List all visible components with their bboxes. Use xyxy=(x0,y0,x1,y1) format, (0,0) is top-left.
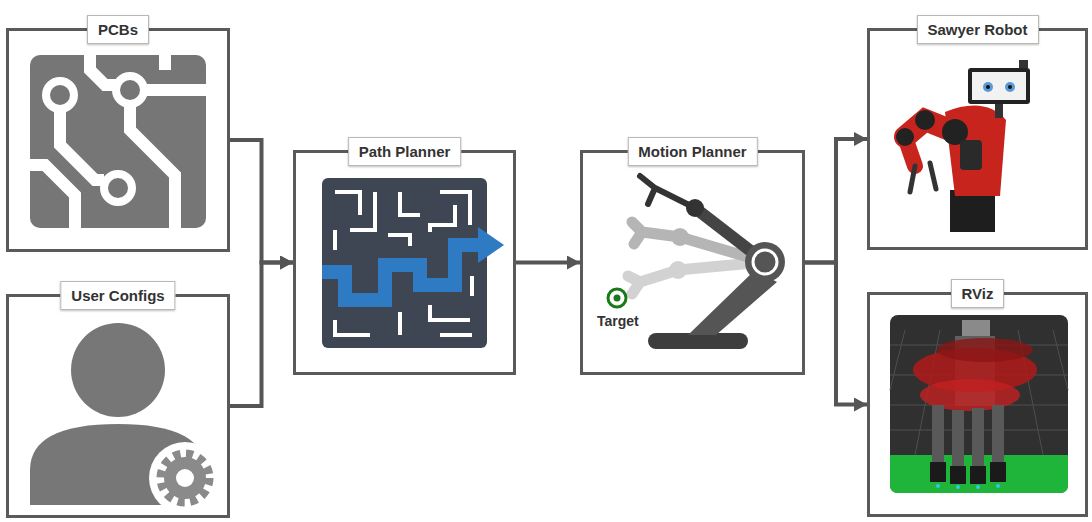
maze-icon-part xyxy=(322,245,480,300)
panel-box: Motion Planner xyxy=(580,150,805,375)
sawyer-robot-picture-part xyxy=(910,163,936,192)
rviz-picture-part xyxy=(962,320,990,336)
user-icon-part xyxy=(161,454,209,502)
sawyer-robot-picture-part xyxy=(950,190,995,232)
box-heading: Motion Planner xyxy=(627,137,757,166)
sawyer-robot-picture-part xyxy=(1019,60,1028,68)
sawyer-robot-picture xyxy=(896,60,1030,232)
rviz-picture-part xyxy=(936,484,1000,489)
panel-box: Path Planner xyxy=(293,150,516,375)
rviz-picture-part xyxy=(930,462,1006,484)
flow-arrow xyxy=(230,140,293,263)
maze-icon-part xyxy=(322,178,487,348)
panel-box: User Configs xyxy=(6,294,230,518)
maze-icon-part-part xyxy=(430,305,470,320)
user-icon-part xyxy=(71,323,165,417)
rviz-picture-part-part xyxy=(932,405,944,465)
pcb-icon-part-part xyxy=(90,55,116,85)
maze-icon-part-part xyxy=(388,235,410,246)
pcb-icon-part-part xyxy=(159,55,171,70)
maze-icon-part-part xyxy=(440,333,472,337)
rviz-picture-part-part xyxy=(990,462,1006,482)
sawyer-robot-picture-part xyxy=(896,128,914,146)
pcb-icon-part-part xyxy=(30,165,75,228)
robot-arm-icon-part xyxy=(608,289,626,307)
robot-arm-icon-part xyxy=(648,333,748,349)
robot-arm-icon-part xyxy=(753,250,777,274)
robot-arm-icon-part xyxy=(640,176,695,208)
maze-icon-part-part xyxy=(400,192,420,215)
user-icon xyxy=(30,323,221,514)
box-heading: RViz xyxy=(951,279,1005,308)
pcb-icon-part xyxy=(46,76,144,202)
rviz-picture-part-part xyxy=(970,466,986,484)
robot-arm-icon-part xyxy=(671,228,689,246)
maze-icon-part-part xyxy=(430,205,455,232)
panel-box: RViz xyxy=(867,292,1088,517)
sawyer-robot-picture-part xyxy=(960,140,982,170)
robot-arm-icon-part xyxy=(745,242,785,282)
pcb-icon-part xyxy=(30,55,206,228)
rviz-picture-part xyxy=(932,405,1004,468)
user-icon-part xyxy=(176,469,194,487)
rviz-picture-part xyxy=(937,338,1033,362)
rviz-picture-part xyxy=(890,315,1068,493)
maze-icon-part-part xyxy=(350,192,375,230)
maze-icon-part xyxy=(478,227,504,263)
maze-icon-part-part xyxy=(333,230,337,250)
rviz-picture-part-part xyxy=(992,405,1004,463)
pcb-icon-part-part xyxy=(130,104,175,228)
sawyer-robot-picture-part xyxy=(968,68,1030,104)
rviz-picture-part-part xyxy=(972,408,984,468)
maze-icon-part-part xyxy=(398,312,402,335)
flow-arrow xyxy=(516,261,580,265)
sawyer-robot-picture-part xyxy=(1005,82,1015,92)
pcb-icon-part-part xyxy=(116,76,144,104)
rviz-picture-part-part xyxy=(936,484,940,488)
box-heading: Sawyer Robot xyxy=(916,15,1038,44)
sawyer-robot-picture-part xyxy=(915,110,935,130)
panel-box: PCBs xyxy=(6,28,230,252)
box-heading: Path Planner xyxy=(348,137,462,166)
pcb-icon-part-part xyxy=(104,174,132,202)
rviz-picture-part-part xyxy=(950,466,966,484)
panel-box: Sawyer Robot xyxy=(867,28,1088,250)
user-icon-part xyxy=(30,424,205,505)
target-label: Target xyxy=(597,313,639,329)
pcb-icon-part-part xyxy=(60,109,104,180)
flow-arrow xyxy=(805,139,867,263)
sawyer-robot-picture-part xyxy=(983,82,993,92)
maze-icon-part-part xyxy=(335,320,370,335)
maze-icon-part-part xyxy=(470,276,474,296)
box-heading: User Configs xyxy=(60,281,175,310)
maze-icon-part-part xyxy=(335,192,360,215)
sawyer-robot-picture-part xyxy=(986,85,990,89)
sawyer-robot-picture-part xyxy=(1008,85,1012,89)
pcb-icon-part-part xyxy=(46,81,74,109)
pcb-icon-part-part xyxy=(144,84,206,96)
robot-arm-icon-part xyxy=(669,261,687,279)
rviz-picture xyxy=(890,315,1068,493)
maze-icon xyxy=(322,178,504,348)
rviz-picture-part-part xyxy=(956,485,960,489)
rviz-picture-part-part xyxy=(996,484,1000,488)
pcb-icon-part xyxy=(30,55,206,228)
box-heading: PCBs xyxy=(87,15,149,44)
sawyer-robot-picture-part xyxy=(995,102,1003,118)
rviz-picture-part-part xyxy=(952,410,964,468)
sawyer-robot-picture-part xyxy=(972,72,1026,100)
pcb-icon xyxy=(30,55,206,228)
user-icon-part xyxy=(149,442,221,514)
flow-arrow xyxy=(805,263,867,405)
flow-arrow xyxy=(230,263,293,407)
robot-arm-icon-part xyxy=(614,295,621,302)
rviz-picture-part-part xyxy=(976,485,980,489)
rviz-picture-part-part xyxy=(930,462,946,482)
